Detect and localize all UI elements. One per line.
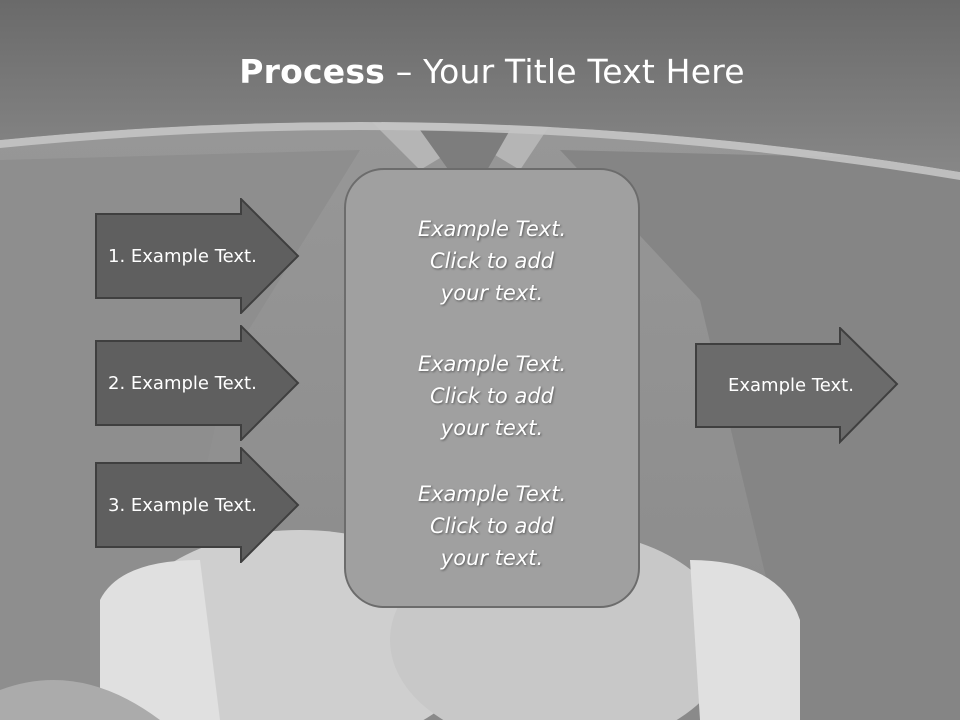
center-block-3-line2: Click to add (429, 514, 554, 538)
arrow-right-shape (695, 327, 899, 444)
arrow-1[interactable]: 1. Example Text. (95, 198, 301, 314)
center-block-2-line2: Click to add (429, 384, 554, 408)
center-block-3-line1: Example Text. (417, 482, 567, 506)
slide-title: Process – Your Title Text Here (0, 52, 960, 91)
arrow-right[interactable]: Example Text. (695, 327, 901, 444)
center-text-box[interactable] (344, 168, 640, 608)
center-block-3-line3: your text. (440, 546, 544, 570)
center-block-2-line1: Example Text. (417, 352, 567, 376)
arrow-3[interactable]: 3. Example Text. (95, 447, 301, 563)
arrow-3-shape (95, 447, 300, 563)
center-block-1: Example Text. Click to add your text. (344, 213, 640, 309)
arrow-3-label: 3. Example Text. (108, 494, 257, 516)
center-block-2-line3: your text. (440, 416, 544, 440)
center-block-3: Example Text. Click to add your text. (344, 478, 640, 574)
arrow-1-label: 1. Example Text. (108, 245, 257, 267)
arrow-2-shape (95, 325, 300, 441)
title-bold: Process (239, 52, 386, 91)
arrow-2-label: 2. Example Text. (108, 372, 257, 394)
center-block-2: Example Text. Click to add your text. (344, 348, 640, 444)
arrow-1-shape (95, 198, 300, 314)
center-block-1-line2: Click to add (429, 249, 554, 273)
center-block-1-line1: Example Text. (417, 217, 567, 241)
center-block-1-line3: your text. (440, 281, 544, 305)
arrow-2[interactable]: 2. Example Text. (95, 325, 301, 441)
arrow-right-label: Example Text. (728, 375, 854, 396)
title-rest: – Your Title Text Here (385, 52, 745, 91)
